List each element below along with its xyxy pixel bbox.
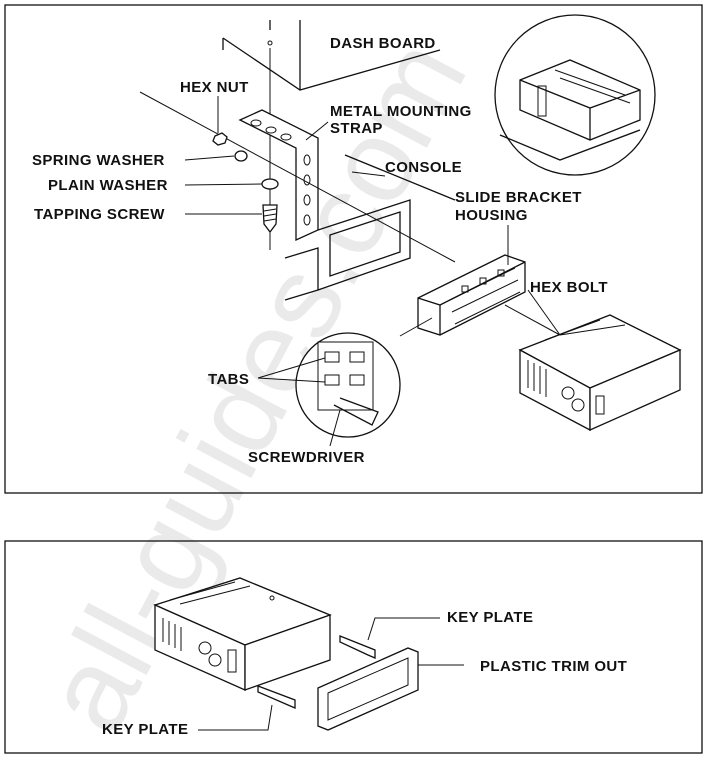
label-spring-washer: SPRING WASHER [32,152,165,169]
slide-bracket-housing-illustration [417,254,561,336]
bottom-leader-lines [198,617,464,731]
label-plastic-trim-out: PLASTIC TRIM OUT [480,658,627,675]
label-hex-nut: HEX NUT [180,79,249,96]
key-plate-top-illustration [339,635,376,659]
label-dash-board: DASH BOARD [330,35,436,52]
label-slide-bracket-housing-2: HOUSING [455,207,528,224]
label-metal-mounting-strap-1: METAL MOUNTING [330,103,472,120]
label-screwdriver: SCREWDRIVER [248,449,365,466]
top-panel-frame [4,4,703,494]
top-panel: DASH BOARD HEX NUT METAL MOUNTING STRAP … [4,4,703,494]
label-plain-washer: PLAIN WASHER [48,177,168,194]
radio-unit-bottom-illustration [153,577,332,692]
top-leader-lines [184,96,561,447]
key-plate-bottom-illustration [257,685,296,709]
label-metal-mounting-strap-2: STRAP [330,120,383,137]
label-tabs: TABS [208,371,249,388]
label-console: CONSOLE [385,159,462,176]
radio-unit-illustration [518,314,682,432]
label-tapping-screw: TAPPING SCREW [34,206,165,223]
label-key-plate-bottom: KEY PLATE [102,721,188,738]
label-hex-bolt: HEX BOLT [530,279,608,296]
connector-detail-illustration [494,14,656,176]
label-slide-bracket-housing-1: SLIDE BRACKET [455,189,582,206]
plastic-trim-illustration [317,647,419,731]
bottom-panel-frame [4,540,703,754]
label-key-plate-top: KEY PLATE [447,609,533,626]
bottom-panel: KEY PLATE PLASTIC TRIM OUT KEY PLATE [4,540,703,754]
hardware-illustration [139,91,456,263]
